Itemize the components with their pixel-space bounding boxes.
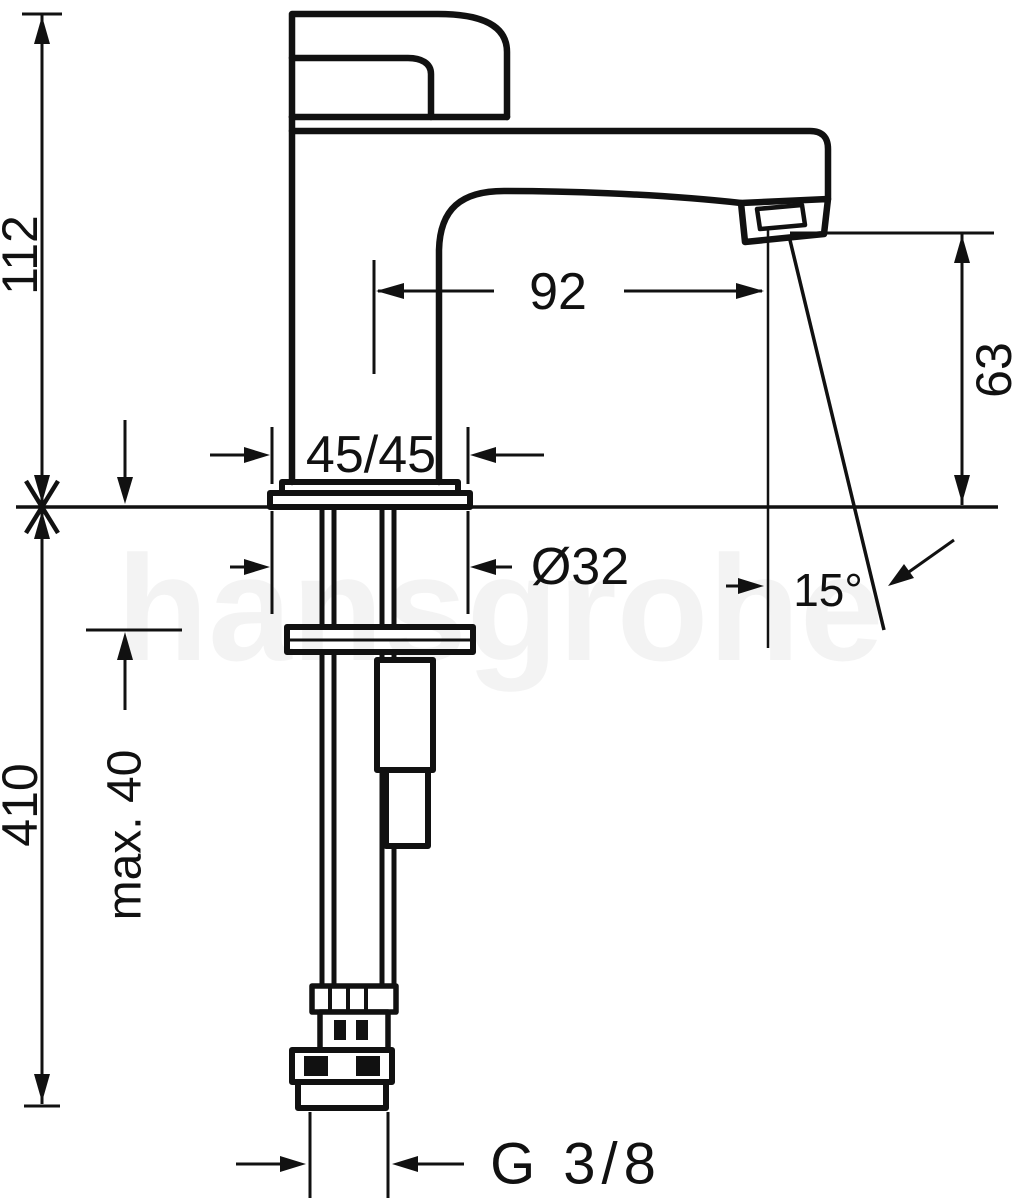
arrow-down-icon [34, 1074, 50, 1102]
arrow-right-icon [244, 447, 270, 463]
dim-410 [24, 509, 60, 1108]
hose-connector [317, 1009, 391, 1053]
stream-angle-line [787, 235, 886, 631]
aerator-inner [754, 202, 808, 232]
dim-o32-extension-lines [270, 511, 470, 614]
below-counter-assembly [284, 507, 476, 1111]
connection-nut-detail [304, 1056, 328, 1076]
valve-block-upper [374, 657, 436, 773]
arrow-up-icon [34, 511, 50, 539]
dim-max40-label: max. 40 [99, 750, 152, 921]
watermark-text: hansgrohe [117, 524, 884, 692]
arrow-up-icon [34, 16, 50, 44]
datum-marker-icon [24, 479, 60, 535]
dim-112 [22, 12, 62, 505]
arrow-down-icon [117, 477, 133, 504]
dim-45-label: 45/45 [306, 426, 436, 484]
hose-collar-ribs [328, 986, 368, 1012]
hose-collar [309, 983, 399, 1015]
handle-outer-outline [288, 10, 511, 121]
arrow-down-icon [34, 475, 50, 503]
spout-top-outline [288, 127, 832, 203]
dim-o32-label: Ø32 [531, 538, 629, 596]
dim-63-label: 63 [966, 342, 1018, 398]
dim-max40 [86, 628, 182, 710]
arrow-right-icon [736, 283, 764, 299]
dim-45-45 [117, 420, 544, 504]
arrow-left-icon [470, 559, 496, 575]
arrow-right-icon [738, 578, 764, 594]
hose-connector-detail [356, 1020, 368, 1040]
arrow-right-icon [280, 1156, 306, 1172]
connection-nut-detail [356, 1056, 380, 1076]
hose-connector-detail [334, 1020, 346, 1040]
dim-92 [372, 260, 764, 374]
dim-15-outer-tail [905, 538, 955, 576]
handle-inner-outline [288, 54, 435, 121]
aerator-outer [737, 195, 832, 246]
arrow-diagonal-icon [888, 564, 914, 586]
dim-15deg [726, 229, 955, 648]
dim-o32 [230, 511, 512, 614]
arrow-down-icon [954, 475, 970, 503]
dim-63 [790, 231, 994, 505]
dim-112-label: 112 [0, 215, 48, 295]
dim-45-extension-lines [270, 427, 470, 484]
dim-g38-extension-lines [308, 1112, 390, 1198]
arrow-up-icon [954, 235, 970, 263]
arrow-up-icon [117, 632, 133, 660]
arrow-left-icon [392, 1156, 418, 1172]
arrow-left-icon [470, 447, 496, 463]
dimensions: 112 410 92 63 [0, 12, 1018, 1198]
dim-410-label: 410 [0, 763, 48, 846]
base-flange [267, 490, 473, 510]
dim-g38 [236, 1112, 464, 1198]
dim-92-label: 92 [529, 263, 587, 321]
arrow-right-icon [244, 559, 270, 575]
spout-underside-outline [435, 187, 745, 486]
dim-15-label: 15° [793, 564, 863, 616]
arrow-left-icon [376, 283, 404, 299]
dim-g38-label: G 3/8 [490, 1132, 662, 1197]
connection-nut-base [295, 1079, 389, 1111]
valve-block-lower [383, 767, 431, 849]
